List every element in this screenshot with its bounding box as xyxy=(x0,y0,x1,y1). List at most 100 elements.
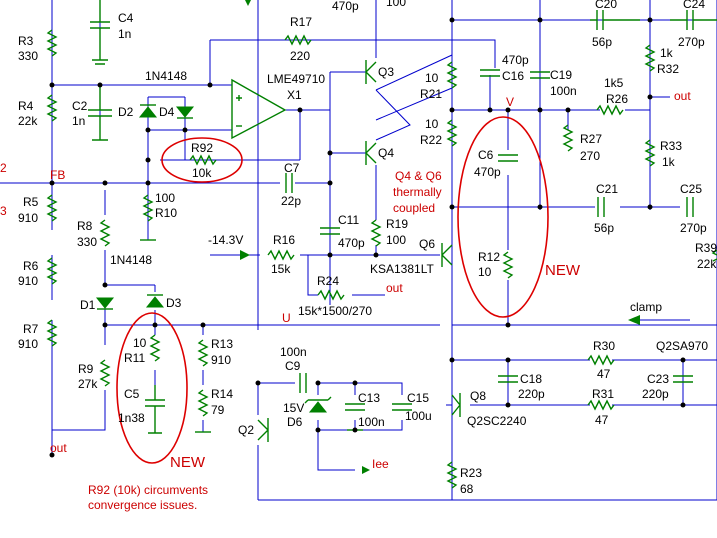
diode-d2 xyxy=(138,104,158,118)
label-q2-ref: Q2 xyxy=(238,423,254,437)
resistor-r32 xyxy=(644,44,656,72)
capacitor-c23 xyxy=(673,375,693,383)
diode-d3 xyxy=(145,294,165,308)
label-c4-ref: C4 xyxy=(118,11,134,25)
transistor-q4 xyxy=(365,141,377,165)
capacitor-c21 xyxy=(597,197,605,217)
label-r17-value: 220 xyxy=(290,49,310,63)
label-r5-value: 910 xyxy=(18,211,38,225)
capacitor-c5 xyxy=(145,385,165,434)
label-c9-ref: C9 xyxy=(285,359,301,373)
note-r92-2: convergence issues. xyxy=(88,498,197,512)
resistor-r14 xyxy=(197,389,209,417)
label-r11-ref: R11 xyxy=(124,351,145,365)
label-r13-ref: R13 xyxy=(211,337,233,351)
capacitor-c19 xyxy=(530,71,550,79)
label-q8-ref: Q8 xyxy=(470,389,486,403)
resistor-r22 xyxy=(446,119,458,147)
wires xyxy=(0,0,717,501)
label-r6-value: 910 xyxy=(18,274,38,288)
label-c24-value: 270p xyxy=(678,35,705,49)
resistor-r19 xyxy=(370,219,382,247)
annotations xyxy=(116,116,549,464)
label-r4-value: 22k xyxy=(18,114,38,128)
label-r19-ref: R19 xyxy=(386,217,408,231)
arrow-down-top xyxy=(245,0,251,6)
label-r23-ref: R23 xyxy=(460,466,482,480)
label-c15-ref: C15 xyxy=(407,391,429,405)
label-r27-value: 270 xyxy=(580,149,600,163)
label-r14-ref: R14 xyxy=(211,387,233,401)
label-c19-ref: C19 xyxy=(550,68,572,82)
label-c18-value: 220p xyxy=(518,387,545,401)
label-c2-value: 1n xyxy=(72,114,85,128)
label-r12-ref: R12 xyxy=(478,250,500,264)
label-r31-value: 47 xyxy=(595,413,609,427)
label-r33-ref: R33 xyxy=(660,139,682,153)
label-r6-ref: R6 xyxy=(23,259,39,273)
label-c5-ref: C5 xyxy=(124,387,140,401)
resistor-r6 xyxy=(46,257,58,285)
label-r26-ref: R26 xyxy=(606,92,628,106)
label-d6-ref: D6 xyxy=(287,415,303,429)
label-r39-value: 22k xyxy=(697,257,717,271)
resistor-r13 xyxy=(197,339,209,367)
transistor-q2 xyxy=(257,418,269,442)
label-r10-ref: R10 xyxy=(155,206,177,220)
label-r12-value: 10 xyxy=(478,265,492,279)
label-r11-value: 10 xyxy=(133,336,147,350)
capacitor-c7 xyxy=(285,173,293,193)
label-c18-ref: C18 xyxy=(520,372,542,386)
label-r92-value: 10k xyxy=(192,166,212,180)
label-top-clip: 100 xyxy=(386,0,406,9)
label-d2-ref: D2 xyxy=(118,105,134,119)
label-d6-value: 15V xyxy=(283,401,304,415)
capacitor-c13 xyxy=(345,403,365,411)
label-c25-value: 270p xyxy=(680,221,707,235)
label-c7-value: 22p xyxy=(281,194,301,208)
resistor-r92 xyxy=(189,154,217,166)
capacitor-c18 xyxy=(498,375,518,383)
label-r32-ref: R32 xyxy=(657,62,679,76)
resistor-r7 xyxy=(46,319,58,347)
diode-d4 xyxy=(175,106,195,119)
resistor-r24 xyxy=(317,289,345,301)
label-d-bot-part: 1N4148 xyxy=(110,253,152,267)
resistor-r8 xyxy=(99,219,111,247)
arrow-clamp xyxy=(628,315,640,325)
ring-r11-c5 xyxy=(116,312,188,464)
label-r92-ref: R92 xyxy=(191,141,213,155)
label-clamp: clamp xyxy=(630,300,662,314)
note-r92-1: R92 (10k) circumvents xyxy=(88,483,208,497)
label-c16-value: 470p xyxy=(502,53,529,67)
label-c11-ref: C11 xyxy=(338,213,359,227)
label-net-u: U xyxy=(282,311,291,325)
label-c7-ref: C7 xyxy=(284,161,300,175)
label-q3-ref: Q3 xyxy=(378,65,394,79)
transistor-q6 xyxy=(441,243,453,267)
label-c23-value: 220p xyxy=(642,387,669,401)
label-r39-ref: R39 xyxy=(695,241,717,255)
label-r13-value: 910 xyxy=(211,353,231,367)
label-c23-ref: C23 xyxy=(647,372,669,386)
label-r26-value: 1k5 xyxy=(604,76,624,90)
diode-d1 xyxy=(95,297,115,310)
label-r5-ref: R5 xyxy=(23,195,39,209)
resistor-r9 xyxy=(99,359,111,387)
label-r30-value: 47 xyxy=(597,367,611,381)
label-c21-value: 56p xyxy=(594,221,614,235)
resistor-r3 xyxy=(46,29,58,57)
capacitor-c11 xyxy=(320,227,340,235)
label-r8-ref: R8 xyxy=(77,219,93,233)
label-r10-value: 100 xyxy=(155,191,175,205)
capacitor-c24 xyxy=(670,10,717,30)
label-r3-value: 330 xyxy=(18,49,38,63)
resistor-r39 xyxy=(711,249,717,262)
label-c11-value: 470p xyxy=(338,236,365,250)
capacitor-c16 xyxy=(480,69,500,77)
label-r22-value: 10 xyxy=(425,117,439,131)
note-new-2: NEW xyxy=(170,454,206,471)
labels: R3 330 C4 1n R17 220 470p 100 C20 56p C2… xyxy=(0,0,717,512)
label-r17-ref: R17 xyxy=(290,15,312,29)
ring-c6-r12 xyxy=(457,116,549,318)
